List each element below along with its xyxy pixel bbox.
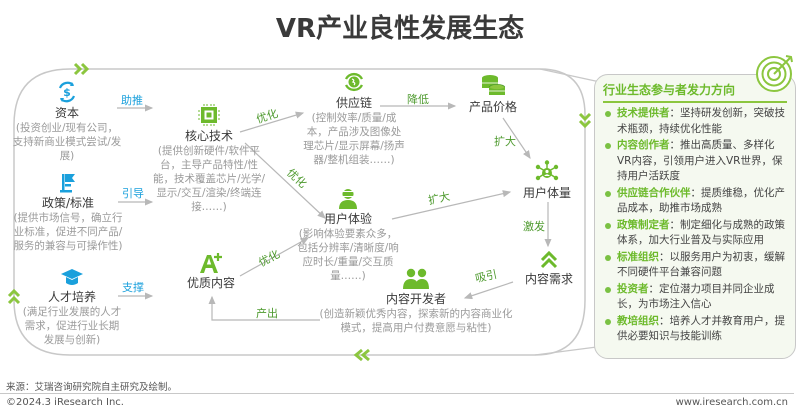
network-user-icon [535,160,559,181]
edge-label-stimulate: 激发 [523,220,545,233]
target-icon [756,55,793,92]
node-developers: 内容开发者 (创造新颖优秀内容，探索新的内容商业化模式，提高用户付费意愿与粘性) [318,268,514,335]
loop-chevron-top [73,62,90,76]
node-supply-chain: 供应链 (控制效率/质量/成本，产品涉及图像处理芯片/显示屏幕/扬声器/整机组装… [303,70,405,167]
panel-item: 内容创作者：推出高质量、多样化VR内容，引领用户进入VR世界，保持用户活跃度 [603,138,787,185]
node-capital: $ 资本 (投资创业/现有公司，支持新商业模式尝试/发展) [12,80,122,163]
coins-icon [482,75,505,95]
node-core-tech: 核心技术 (提供创新硬件/软件平台，主导产品特性/性能，技术覆盖芯片/光学/显示… [152,103,266,214]
panel-title: 行业生态参与者发力方向 [603,81,787,103]
footer-source: 来源：艾瑞咨询研究院自主研究及绘制。 [6,382,178,393]
panel-item: 投资者：定位潜力项目并同企业成长，为市场注入信心 [603,282,787,313]
footer-divider [0,393,794,394]
price-name: 产品价格 [468,100,517,114]
panel-item: 标准组织：以服务用户为初衷，缓解不同硬件平台兼容问题 [603,250,787,281]
supply-chain-name: 供应链 [335,96,372,110]
core-tech-name: 核心技术 [184,129,233,143]
capital-name: 资本 [54,106,79,120]
developers-desc: (创造新颖优秀内容，探索新的内容商业化模式，提高用户付费意愿与粘性) [319,308,513,334]
page-title: VR产业良性发展生态 [275,14,525,44]
node-quality-content: 优质内容 [176,252,246,291]
node-price: 产品价格 [458,74,528,115]
user-experience-name: 用户体验 [323,212,372,226]
edge-label-push: 助推 [121,94,143,107]
double-chevron-up-icon [540,250,558,269]
node-talent: 人才培养 (满足行业发展的人才需求，促进行业长期发展与创新) [20,268,124,347]
footer-url: www.iresearch.com.cn [675,397,788,408]
policy-desc: (提供市场信号，确立行业标准，促进不同产品/服务的兼容与可操作性) [13,212,123,252]
node-policy: 政策/标准 (提供市场信号，确立行业标准，促进不同产品/服务的兼容与可操作性) [10,172,126,253]
talent-desc: (满足行业发展的人才需求，促进行业长期发展与创新) [22,306,122,346]
user-experience-desc: (影响体验要素众多，包括分辨率/清晰度/响应时长/重量/交互质量……) [297,228,399,282]
edge-label-expand-price: 扩大 [494,135,516,148]
globe-cycle-icon [344,72,364,92]
arrow-dev-content [208,295,320,321]
dollar-cycle-icon: $ [58,81,76,103]
arrow-core-ux [244,142,326,219]
core-tech-desc: (提供创新硬件/软件平台，主导产品特性/性能，技术覆盖芯片/光学/显示/交互/渲… [152,145,266,213]
loop-chevron-bottom [353,348,370,362]
a-plus-icon [200,253,222,273]
edge-label-output: 产出 [256,307,278,320]
panel-item: 供应链合作伙伴：提质维稳，优化产品成本，助推市场成熟 [603,186,787,217]
node-content-demand: 内容需求 [515,250,583,287]
panel-list: 技术提供者：坚持研发创新，突破技术瓶颈，持续优化性能 内容创作者：推出高质量、多… [603,106,787,345]
quality-content-name: 优质内容 [186,276,235,290]
arrow-ux-volume [391,190,512,220]
node-user-volume: 用户体量 [512,160,582,201]
panel-item: 技术提供者：坚持研发创新，突破技术瓶颈，持续优化性能 [603,106,787,137]
loop-chevron-left [7,288,21,305]
panel-item: 教培组织：培养人才并教育用户，提供必要知识与技能训练 [603,314,787,345]
footer-copyright: ©2024.3 iResearch Inc. [6,397,124,408]
chip-icon [198,104,220,126]
arrow-content-ux [239,237,310,277]
node-user-experience: 用户体验 (影响体验要素众多，包括分辨率/清晰度/响应时长/重量/交互质量……) [296,186,400,283]
flag-icon [60,174,75,193]
content-demand-name: 内容需求 [524,272,573,286]
svg-text:$: $ [63,86,71,99]
callout-line-top [539,68,601,83]
developers-name: 内容开发者 [385,292,446,306]
arrow-demand-dev [463,281,514,300]
panel-item: 政策制定者：制定细化与成熟的政策体系，加大行业普及与实际应用 [603,218,787,249]
arrow-price-volume [502,117,531,159]
vr-headset-user-icon [339,189,357,209]
user-volume-name: 用户体量 [522,186,571,200]
policy-name: 政策/标准 [41,196,95,210]
edge-label-support: 支撑 [122,281,144,294]
arrow-core-supply [239,111,305,133]
cycle-loop [13,68,586,356]
people-icon [403,268,429,289]
supply-chain-desc: (控制效率/质量/成本，产品涉及图像处理芯片/显示屏幕/扬声器/整机组装……) [303,112,405,166]
capital-desc: (投资创业/现有公司，支持新商业模式尝试/发展) [12,122,122,162]
participants-panel: 行业生态参与者发力方向 技术提供者：坚持研发创新，突破技术瓶颈，持续优化性能 内… [594,74,796,359]
loop-chevron-right [578,112,592,129]
edge-label-lower: 降低 [407,93,429,106]
talent-name: 人才培养 [47,290,96,304]
graduation-cap-icon [61,269,83,285]
edge-label-guide: 引导 [122,187,144,200]
